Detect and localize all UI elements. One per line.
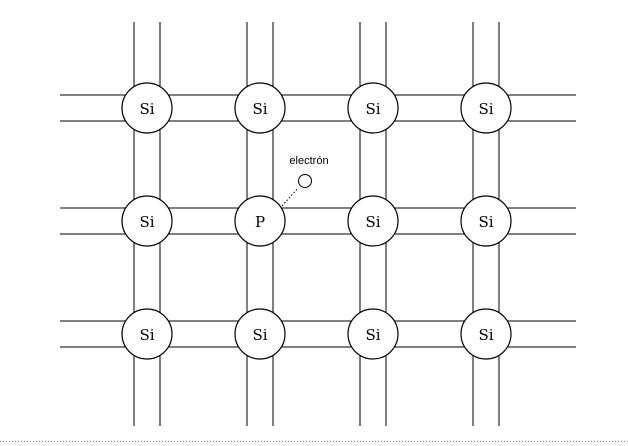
atom-label: Si <box>478 213 493 231</box>
silicon-atom: Si <box>460 82 512 134</box>
silicon-atom: Si <box>121 308 173 360</box>
atom-label: Si <box>139 100 154 118</box>
atom-circle <box>347 195 399 247</box>
electron-label: electrón <box>289 155 328 167</box>
silicon-atom: Si <box>460 308 512 360</box>
atom-circle <box>234 195 286 247</box>
atom-circle <box>121 82 173 134</box>
atom-label: Si <box>139 326 154 344</box>
silicon-atom: Si <box>347 195 399 247</box>
free-electron <box>298 174 312 188</box>
atom-label: Si <box>139 213 154 231</box>
atom-label: Si <box>365 213 380 231</box>
atom-circle <box>234 82 286 134</box>
electron-connector <box>281 187 299 207</box>
atom-label: Si <box>252 326 267 344</box>
silicon-atom: Si <box>234 308 286 360</box>
atom-label: Si <box>365 100 380 118</box>
silicon-atom: Si <box>347 308 399 360</box>
phosphorus-atom: P <box>234 195 286 247</box>
silicon-atom: Si <box>121 195 173 247</box>
atom-label: Si <box>478 326 493 344</box>
atom-circle <box>347 308 399 360</box>
silicon-atom: Si <box>460 195 512 247</box>
atom-label: Si <box>365 326 380 344</box>
atom-label: Si <box>478 100 493 118</box>
atom-circle <box>460 82 512 134</box>
atom-circle <box>460 308 512 360</box>
silicon-atom: Si <box>347 82 399 134</box>
atom-label: Si <box>252 100 267 118</box>
silicon-atom: Si <box>234 82 286 134</box>
atom-circle <box>347 82 399 134</box>
silicon-atom: Si <box>121 82 173 134</box>
atom-circle <box>234 308 286 360</box>
atom-circle <box>121 308 173 360</box>
atom-circle <box>460 195 512 247</box>
atom-circle <box>121 195 173 247</box>
atom-label: P <box>255 213 265 231</box>
